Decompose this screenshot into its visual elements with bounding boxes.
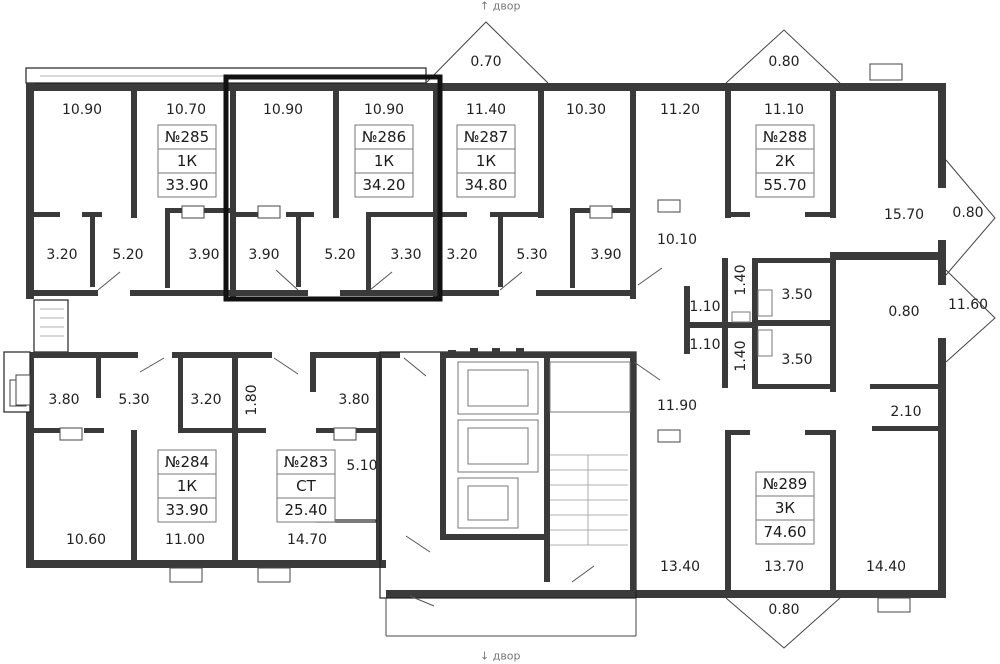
apartment-number: №289	[763, 475, 807, 493]
apartment-type: 1К	[177, 152, 198, 170]
room-area-label: 3.50	[781, 287, 812, 303]
room-area-label: 1.10	[689, 299, 720, 315]
room-area-label: 3.90	[188, 247, 219, 263]
room-area-label: 3.20	[46, 247, 77, 263]
apartment-info-box	[276, 449, 336, 523]
apartment-1-info[interactable]: №285 1К 33.90	[157, 124, 217, 198]
room-labels: 10.90 10.70 10.90 10.90 11.40 10.30 11.20 11.10…	[46, 54, 988, 618]
apartment-info-box	[354, 124, 414, 198]
room-area-label: 5.10	[346, 458, 377, 474]
lower-walls	[34, 352, 400, 568]
room-area-label: 10.30	[566, 102, 606, 118]
room-area-label: 3.50	[781, 352, 812, 368]
room-area-label: 1.10	[689, 337, 720, 353]
room-area-label: 1.40	[733, 264, 749, 295]
room-area-label: 5.30	[118, 392, 149, 408]
room-area-label: 10.70	[166, 102, 206, 118]
selected-apartment-outline[interactable]	[223, 74, 443, 302]
apartment-4-info[interactable]: №288 2К 55.70	[755, 124, 815, 198]
apartment-type: СТ	[296, 477, 316, 495]
apartment-info-box	[755, 124, 815, 198]
room-area-label: 3.80	[338, 392, 369, 408]
stair-core	[379, 348, 637, 599]
apartment-3-info[interactable]: №287 1К 34.80	[456, 124, 516, 198]
direction-bottom: ↓ двор	[480, 650, 521, 663]
apartment-5-info[interactable]: №284 1К 33.90	[157, 449, 217, 523]
room-area-label: 1.80	[244, 384, 260, 415]
apartment-area: 25.40	[285, 501, 328, 519]
room-area-label: 10.60	[66, 532, 106, 548]
apartment-number: №283	[284, 453, 328, 471]
apartment-type: 2К	[775, 152, 796, 170]
room-area-label: 3.30	[390, 247, 421, 263]
apartment-type: 1К	[476, 152, 497, 170]
room-area-label: 10.90	[364, 102, 404, 118]
doors	[97, 267, 663, 607]
room-area-label: 3.90	[248, 247, 279, 263]
room-area-label: 10.90	[62, 102, 102, 118]
apartment-type: 3К	[775, 499, 796, 517]
room-area-label: 3.80	[48, 392, 79, 408]
room-area-label: 0.80	[768, 602, 799, 618]
room-area-label: 5.20	[112, 247, 143, 263]
room-area-label: 0.80	[888, 304, 919, 320]
apartment-type: 1К	[374, 152, 395, 170]
room-area-label: 3.20	[446, 247, 477, 263]
room-area-label: 5.20	[324, 247, 355, 263]
room-area-label: 13.70	[764, 559, 804, 575]
apartment-number: №288	[763, 128, 807, 146]
bays	[385, 21, 996, 649]
apartment-2-info[interactable]: №286 1К 34.20	[354, 124, 414, 198]
direction-top: ↑ двор	[480, 0, 521, 13]
room-area-label: 3.20	[190, 392, 221, 408]
apartment-type: 1К	[177, 477, 198, 495]
apartment-info-box	[755, 471, 815, 545]
room-area-label: 11.10	[764, 102, 804, 118]
windows	[15, 63, 911, 613]
room-area-label: 14.40	[866, 559, 906, 575]
room-area-label: 11.00	[165, 532, 205, 548]
apartment-info-box	[157, 124, 217, 198]
room-area-label: 14.70	[287, 532, 327, 548]
apartment-area: 55.70	[764, 176, 807, 194]
apartment-info-box	[456, 124, 516, 198]
room-area-label: 2.10	[890, 404, 921, 420]
room-area-label: 5.30	[516, 247, 547, 263]
apartment-area: 34.80	[465, 176, 508, 194]
right-walls	[684, 252, 938, 590]
room-area-label: 0.80	[952, 205, 983, 221]
room-area-label: 10.90	[263, 102, 303, 118]
room-area-label: 1.40	[733, 340, 749, 371]
apartment-area: 34.20	[363, 176, 406, 194]
room-area-label: 3.90	[590, 247, 621, 263]
apartment-info-box	[157, 449, 217, 523]
room-area-label: 10.10	[657, 232, 697, 248]
apartment-area: 74.60	[764, 523, 807, 541]
apartment-number: №287	[464, 128, 508, 146]
apartment-number: №286	[362, 128, 406, 146]
apartment-infos: №285 1К 33.90 №286 1К 34.20 №287 1К 34.80 №288 2К 5…	[157, 124, 815, 545]
room-area-label: 0.80	[768, 54, 799, 70]
apartment-7-info[interactable]: №289 3К 74.60	[755, 471, 815, 545]
room-area-label: 11.20	[660, 102, 700, 118]
apartment-number: №285	[165, 128, 209, 146]
room-area-label: 11.60	[948, 297, 988, 313]
apartment-number: №284	[165, 453, 209, 471]
room-area-label: 13.40	[660, 559, 700, 575]
apartment-area: 33.90	[166, 501, 209, 519]
room-area-label: 15.70	[884, 207, 924, 223]
room-area-label: 0.70	[470, 54, 501, 70]
apartment-area: 33.90	[166, 176, 209, 194]
upper-walls	[34, 91, 836, 299]
room-area-label: 11.90	[657, 398, 697, 414]
room-area-label: 11.40	[466, 102, 506, 118]
